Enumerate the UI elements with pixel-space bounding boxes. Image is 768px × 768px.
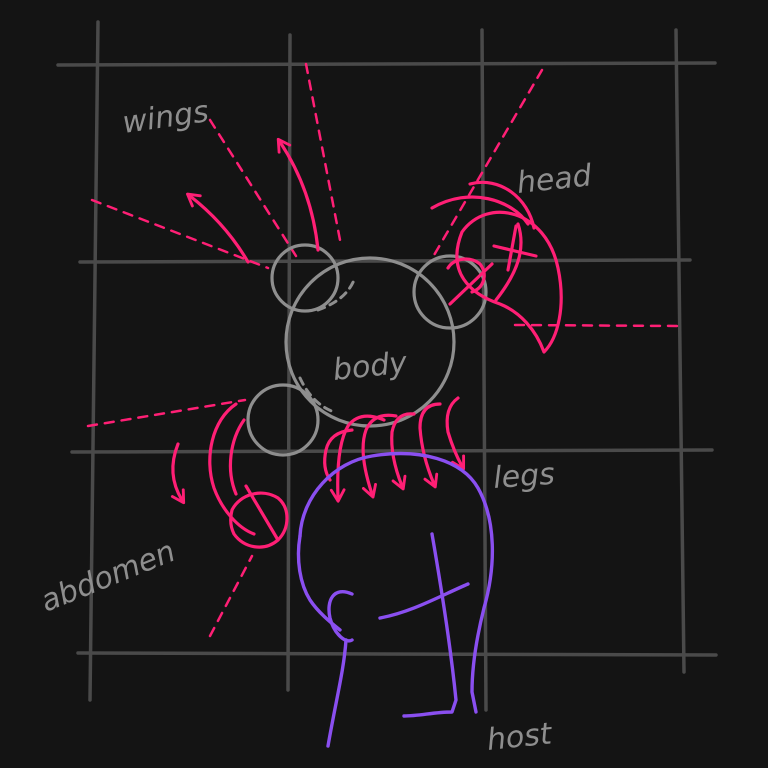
label-head: head (515, 158, 594, 201)
abdomen-joint-circle (246, 383, 320, 457)
label-wings: wings (120, 94, 211, 141)
label-legs: legs (492, 457, 556, 496)
host-figure (296, 451, 495, 748)
wing-arrows (186, 137, 320, 264)
body-sketch (246, 243, 488, 457)
guide-dashes (86, 62, 682, 638)
abdomen-shape (170, 402, 289, 549)
labels: wings head body legs abdomen host (36, 94, 594, 758)
label-body: body (331, 345, 410, 388)
head-shape (430, 180, 563, 354)
label-abdomen: abdomen (36, 534, 180, 619)
leg-arrows (323, 396, 466, 503)
head-joint-circle (412, 254, 488, 330)
label-host: host (485, 716, 554, 758)
wing-joint-circle (270, 243, 340, 313)
